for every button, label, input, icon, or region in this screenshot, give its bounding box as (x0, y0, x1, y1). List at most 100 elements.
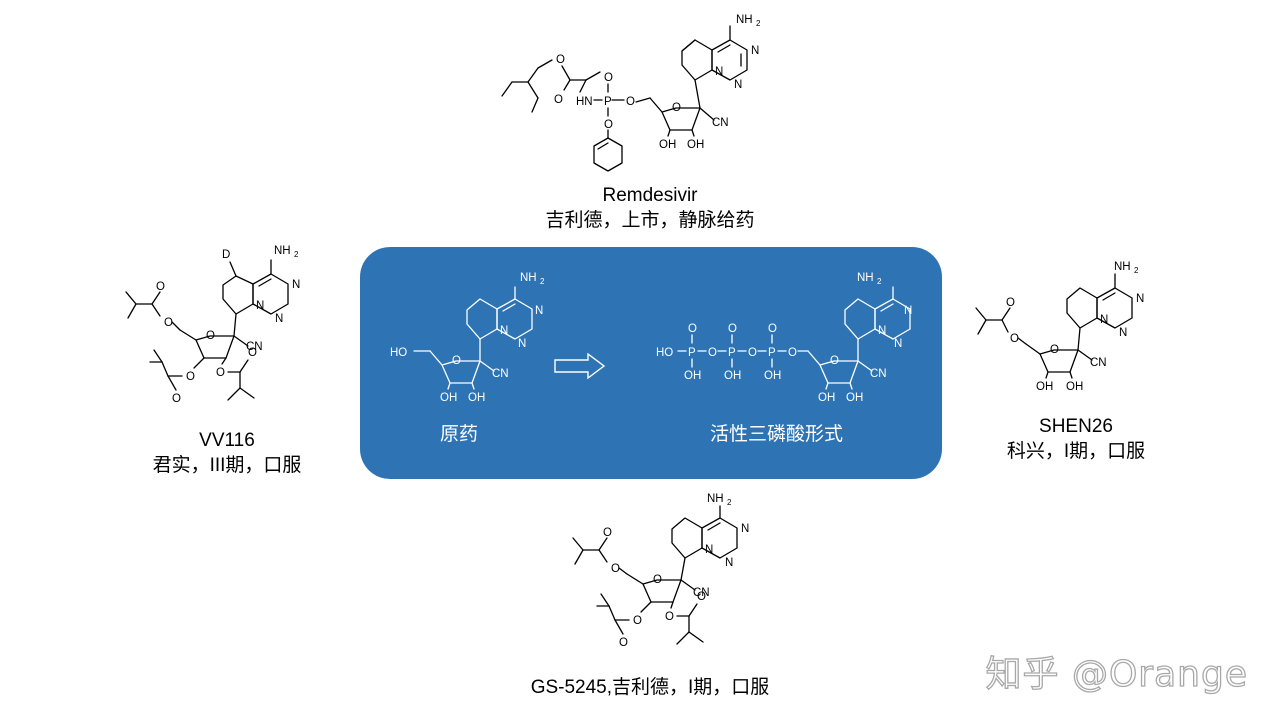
conversion-arrow-icon (554, 353, 606, 379)
svg-text:HO: HO (656, 347, 673, 359)
svg-text:CN: CN (870, 368, 887, 380)
svg-text:O: O (1010, 333, 1019, 345)
svg-text:CN: CN (693, 587, 710, 599)
svg-text:N: N (1136, 293, 1144, 305)
svg-text:OH: OH (818, 392, 835, 404)
svg-text:N: N (894, 338, 902, 350)
svg-text:N: N (256, 300, 264, 312)
svg-text:CN: CN (1090, 357, 1107, 369)
svg-text:O: O (830, 355, 839, 367)
svg-text:HO: HO (390, 347, 407, 359)
gs5245-structure: NH 2 N N N O CN O O O O O O (545, 488, 765, 666)
svg-text:OH: OH (764, 370, 781, 382)
svg-text:OH: OH (1066, 381, 1083, 393)
svg-text:P: P (688, 347, 696, 359)
svg-text:N: N (518, 338, 526, 350)
svg-text:2: 2 (540, 277, 545, 286)
svg-text:P: P (768, 347, 776, 359)
parent-drug-structure: NH 2 N N N O CN OH OH HO (380, 259, 545, 409)
svg-text:O: O (603, 527, 612, 539)
svg-text:N: N (705, 544, 713, 556)
svg-text:NH: NH (707, 493, 724, 505)
svg-text:O: O (688, 323, 697, 335)
svg-text:O: O (788, 347, 797, 359)
triphosphate-structure: NH 2 N N N O CN OH OH O P O OH O (622, 259, 922, 409)
svg-text:O: O (611, 563, 620, 575)
zhihu-watermark: 知乎 @Orange (985, 653, 1248, 695)
svg-text:OH: OH (659, 139, 676, 151)
svg-text:O: O (156, 281, 165, 293)
svg-text:N: N (1119, 327, 1127, 339)
svg-text:O: O (672, 102, 681, 114)
svg-text:O: O (172, 393, 181, 405)
svg-text:N: N (741, 523, 749, 535)
svg-text:2: 2 (877, 277, 882, 286)
svg-text:OH: OH (468, 392, 485, 404)
svg-text:O: O (748, 347, 757, 359)
shen26-caption: SHEN26 科兴，I期，口服 (976, 414, 1176, 464)
svg-text:N: N (275, 313, 283, 325)
svg-text:2: 2 (1134, 266, 1139, 275)
remdesivir-structure: NH 2 N N N O CN OH OH O P O O HN O O (490, 8, 780, 178)
remdesivir-info: 吉利德，上市，静脉给药 (545, 210, 755, 231)
svg-text:CN: CN (492, 368, 509, 380)
active-triphosphate-label: 活性三磷酸形式 (710, 424, 844, 445)
svg-text:N: N (715, 66, 723, 78)
svg-text:N: N (751, 45, 759, 57)
svg-text:OH: OH (684, 370, 701, 382)
vv116-name: VV116 (199, 430, 255, 451)
svg-text:N: N (734, 79, 742, 91)
svg-text:NH: NH (274, 245, 291, 257)
vv116-caption: VV116 君实，III期，口服 (127, 428, 327, 478)
svg-text:O: O (554, 94, 563, 106)
svg-text:NH: NH (1114, 261, 1131, 273)
svg-text:O: O (164, 317, 173, 329)
svg-text:O: O (604, 72, 613, 84)
svg-text:OH: OH (724, 370, 741, 382)
svg-text:OH: OH (846, 392, 863, 404)
svg-text:O: O (708, 347, 717, 359)
svg-text:O: O (665, 611, 674, 623)
svg-text:N: N (904, 305, 912, 317)
shen26-name: SHEN26 (1039, 416, 1113, 437)
svg-text:2: 2 (294, 250, 299, 259)
svg-text:O: O (186, 371, 195, 383)
svg-text:O: O (206, 330, 215, 342)
svg-text:O: O (1050, 344, 1059, 356)
svg-text:O: O (248, 347, 257, 359)
svg-text:O: O (697, 591, 706, 603)
svg-text:O: O (556, 54, 565, 66)
svg-text:OH: OH (1036, 381, 1053, 393)
svg-text:2: 2 (727, 498, 732, 507)
svg-text:O: O (216, 367, 225, 379)
shen26-structure: NH 2 N N N O CN OH OH O O (960, 250, 1160, 400)
svg-text:O: O (604, 119, 613, 131)
svg-text:N: N (878, 325, 886, 337)
parent-drug-label: 原药 (440, 424, 479, 445)
svg-text:O: O (626, 96, 635, 108)
svg-text:NH: NH (736, 14, 753, 26)
svg-text:HN: HN (576, 96, 593, 108)
svg-text:D: D (222, 249, 230, 261)
center-panel: NH 2 N N N O CN OH OH HO 原药 NH (360, 247, 942, 479)
svg-text:N: N (725, 557, 733, 569)
gs5245-caption: GS-5245,吉利德，I期，口服 (500, 675, 800, 700)
svg-text:O: O (768, 323, 777, 335)
svg-text:O: O (653, 574, 662, 586)
svg-text:OH: OH (440, 392, 457, 404)
svg-text:NH: NH (520, 272, 537, 284)
svg-text:NH: NH (857, 272, 874, 284)
remdesivir-name: Remdesivir (602, 185, 698, 206)
svg-text:O: O (728, 323, 737, 335)
svg-text:N: N (292, 279, 300, 291)
svg-text:2: 2 (756, 19, 761, 28)
gs5245-info: GS-5245,吉利德，I期，口服 (530, 677, 770, 698)
svg-text:P: P (604, 96, 612, 108)
shen26-info: 科兴，I期，口服 (1006, 441, 1146, 462)
vv116-info: 君实，III期，口服 (152, 455, 302, 476)
svg-text:N: N (500, 325, 508, 337)
remdesivir-caption: Remdesivir 吉利德，上市，静脉给药 (500, 183, 800, 233)
svg-text:O: O (1006, 297, 1015, 309)
svg-text:OH: OH (687, 139, 704, 151)
svg-text:N: N (535, 305, 543, 317)
